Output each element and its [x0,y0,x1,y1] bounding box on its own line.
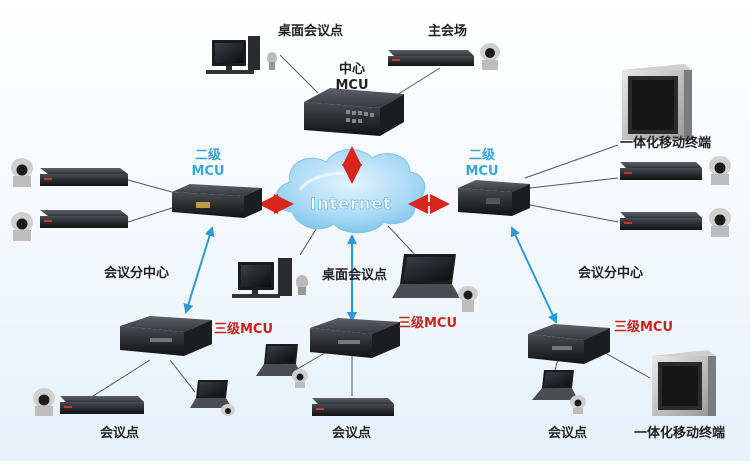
link-cloud-desktop [299,225,319,256]
label-central-mcu-2: MCU [335,78,369,93]
right-terminal-1 [620,156,731,185]
desktop-pc-top [206,36,277,74]
left-terminal-1 [11,158,128,187]
label-level3-left: 三级MCU [214,322,274,337]
site-right-laptop [532,370,586,414]
label-level3-right: 三级MCU [614,320,674,335]
level3-mcu-right-device [528,324,610,364]
label-site-right: 会议点 [548,426,588,441]
label-level2-left-2: MCU [191,164,225,179]
site-left-laptop [190,380,235,416]
internet-label: Internet [310,194,392,213]
label-level3-middle: 三级MCU [398,316,458,331]
link-l3right-speaker [599,349,651,379]
central-mcu-device [304,88,404,136]
label-branch-center-left: 会议分中心 [104,266,170,281]
link-l3left-site2 [169,359,196,393]
link-desktop-central [279,54,319,94]
link-main-central [391,67,441,99]
level3-mcu-left-device [120,316,212,356]
level3-mcu-middle-device [310,318,400,358]
label-level2-right-2: MCU [465,164,499,179]
site-middle-laptop [256,344,308,388]
link-right-speaker [524,144,619,179]
site-middle-terminal [312,398,394,416]
arrow-l2right-l3right [510,226,558,324]
label-site-middle: 会议点 [332,426,372,441]
level2-mcu-right-device [458,180,530,216]
red-arrows [258,146,450,214]
left-terminal-2 [11,210,128,241]
label-integrated-terminal-bottom: 一体化移动终端 [634,426,726,441]
label-level2-left-1: 二级 [194,148,221,163]
right-terminal-2 [620,208,731,237]
internet-cloud [275,149,426,234]
link-left-terminal1 [127,179,173,193]
speaker-terminal-bottom [652,350,716,416]
link-l3left-site1 [89,359,151,399]
label-level2-right-1: 二级 [468,148,495,163]
link-left-terminal2 [127,207,173,223]
site-left-terminal [33,388,144,416]
label-desktop-top: 桌面会议点 [278,24,344,39]
label-branch-center-right: 会议分中心 [578,266,644,281]
level2-mcu-left-device [172,184,262,218]
speaker-terminal-top [622,64,692,140]
label-integrated-terminal-top: 一体化移动终端 [620,136,712,151]
link-l3mid-laptop [291,349,331,373]
desktop-pc-middle [232,258,308,298]
link-right-terminal1 [529,177,619,189]
label-central-mcu-1: 中心 [338,62,365,77]
blue-arrows [183,226,558,324]
label-desktop-middle: 桌面会议点 [322,268,388,283]
arrow-l2left-l3left [183,226,215,314]
laptop-middle [392,254,478,312]
link-right-terminal2 [529,204,619,223]
label-main-venue: 主会场 [428,24,468,39]
label-site-left: 会议点 [100,426,140,441]
main-venue-terminal [388,43,500,70]
